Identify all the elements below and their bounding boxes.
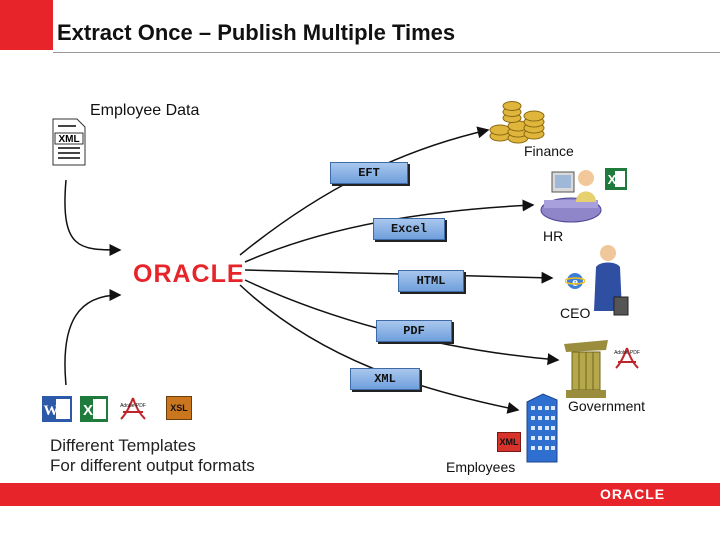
excel-icon-hr: X [605,168,627,190]
pdf-icon: Adobe PDF [120,397,146,420]
finance-label: Finance [524,143,574,159]
header-red-block [0,0,53,50]
svg-text:e: e [572,274,578,289]
xml-document-icon: XML [52,118,86,166]
format-eft: EFT [330,162,408,184]
excel-letter: X [83,402,93,419]
format-pdf: PDF [376,320,452,342]
footer-oracle-logo: ORACLE [600,486,666,502]
pdf-icon-government: Adobe PDF [614,347,640,369]
arrow-to-finance [239,126,490,256]
footer-bar [0,483,720,506]
hr-workstation-icon [540,170,602,223]
arrow-to-employees [239,284,520,414]
templates-caption-line1: Different Templates [50,436,196,455]
templates-caption-line2: For different output formats [50,456,255,475]
templates-caption: Different Templates For different output… [50,436,255,476]
excel-icon: X [80,396,108,422]
xml-badge-icon: XML [497,432,521,452]
word-letter: W [44,403,59,419]
hr-label: HR [543,228,564,244]
oracle-logo: ORACLE [133,260,245,288]
office-building-icon [526,393,558,463]
pdf-gov-text: Adobe PDF [614,350,640,356]
arrow-xml-to-oracle [64,179,122,256]
pdf-templates-text: Adobe PDF [120,403,146,409]
government-label: Government [568,398,646,414]
title-divider [53,52,720,53]
ie-browser-icon: e [565,273,585,289]
government-pillar-icon [564,340,608,398]
format-xml: XML [350,368,420,390]
page-title: Extract Once – Publish Multiple Times [57,20,456,45]
word-icon: W [42,396,72,422]
coins-icon [489,101,545,144]
employees-label: Employees [446,459,516,475]
ceo-label: CEO [560,305,591,321]
format-excel: Excel [373,218,445,240]
employee-data-label: Employee Data [90,102,200,119]
format-html: HTML [398,270,464,292]
xml-doc-text: XML [58,134,79,145]
ceo-person-icon [594,245,629,316]
arrow-templates-to-oracle [64,289,122,386]
xsl-icon: XSL [166,396,192,420]
excel-hr-letter: X [608,172,617,187]
